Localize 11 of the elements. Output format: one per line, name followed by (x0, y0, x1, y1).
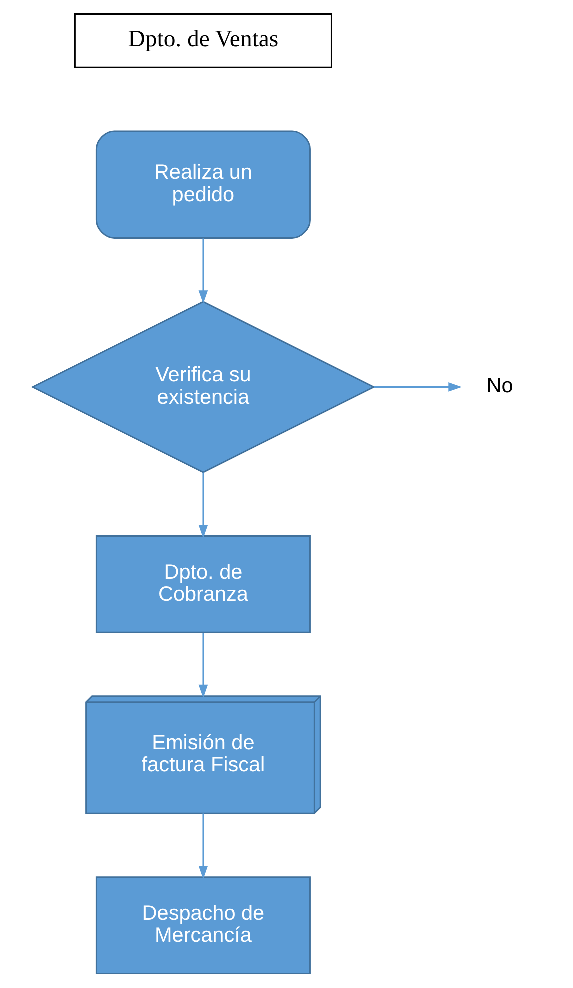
node-box: Dpto. de Cobranza (96, 536, 311, 634)
node-diamond: Verifica su existencia (31, 301, 376, 474)
arrow (198, 472, 208, 538)
arrow (374, 382, 462, 392)
node-text: No (486, 374, 514, 398)
arrow (198, 238, 208, 304)
node-box: Realiza un pedido (96, 130, 311, 239)
node-box: Dpto. de Ventas (74, 14, 332, 68)
arrow (198, 814, 208, 880)
arrow (198, 633, 208, 698)
node-box: Despacho de Mercancía (96, 876, 311, 974)
